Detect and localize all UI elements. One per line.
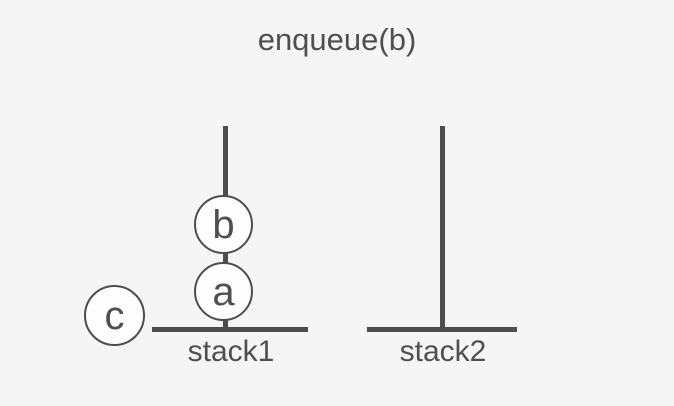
queue-node-a-label: a xyxy=(212,269,235,314)
queue-node-b: b xyxy=(194,195,253,254)
stack2-pole xyxy=(440,126,445,329)
stack1-label: stack1 xyxy=(187,335,275,368)
stack2-base-line xyxy=(367,327,517,332)
stack1-base-line xyxy=(152,327,308,332)
queue-node-a: a xyxy=(194,262,253,321)
operation-title: enqueue(b) xyxy=(257,22,417,57)
queue-node-b-label: b xyxy=(212,202,235,247)
queue-node-c-label: c xyxy=(104,293,125,338)
stack2-label: stack2 xyxy=(399,335,487,368)
queue-node-c: c xyxy=(84,285,145,346)
